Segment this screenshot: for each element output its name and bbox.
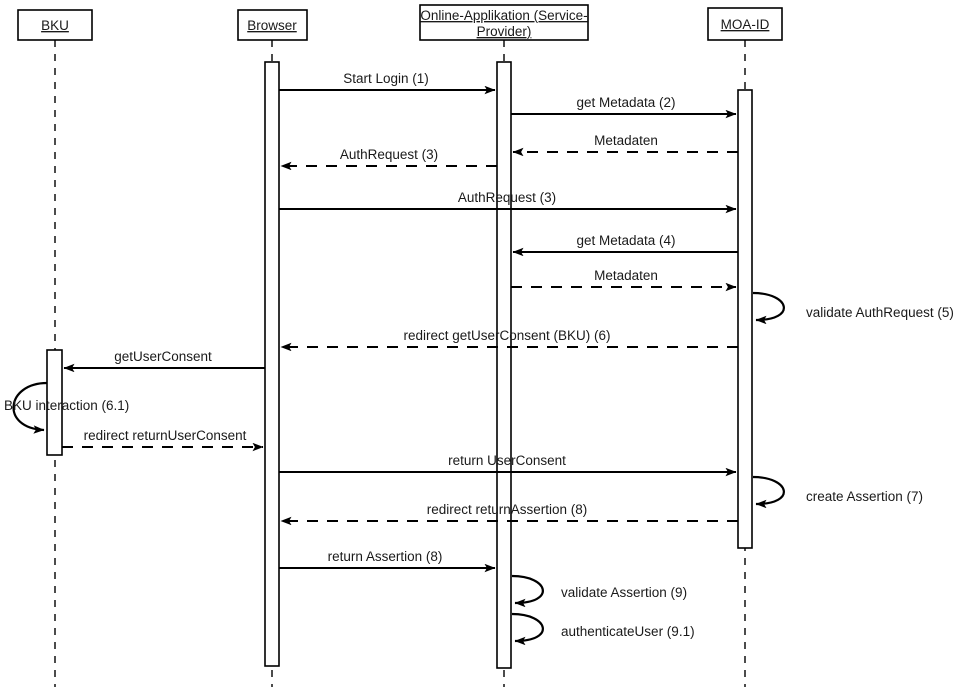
message-label-authrequest-3b: AuthRequest (3) [458,190,556,205]
message-label-redirect-returnuserconsent: redirect returnUserConsent [84,428,247,443]
message-selfloop-create-assertion [752,475,785,509]
lifeline-header-online-applikation[interactable]: Online-Applikation (Service- Provider) [419,4,589,41]
message-label-return-userconsent: return UserConsent [448,453,566,468]
message-label-getuserconsent: getUserConsent [114,349,212,364]
lifeline-header-browser[interactable]: Browser [237,9,308,41]
message-getuserconsent[interactable]: getUserConsent [63,349,265,373]
message-redirect-getuserconsent[interactable]: redirect getUserConsent (BKU) (6) [280,328,738,352]
lifeline-label-bku: BKU [41,18,69,33]
lifeline-label-online-applikation-line1: Online-Applikation (Service- [420,8,587,23]
message-authrequest-3b[interactable]: AuthRequest (3) [279,190,737,214]
message-validate-authrequest[interactable]: validate AuthRequest (5) [752,291,954,325]
lifeline-box-moa-id [707,7,783,41]
message-metadaten-response-1[interactable]: Metadaten [512,133,738,157]
lifeline-label-moa-id: MOA-ID [721,17,770,32]
message-label-create-assertion: create Assertion (7) [806,489,923,504]
message-redirect-returnassertion[interactable]: redirect returnAssertion (8) [280,502,738,526]
message-label-metadaten-response-2: Metadaten [594,268,658,283]
message-start-login[interactable]: Start Login (1) [279,71,496,95]
message-label-validate-assertion: validate Assertion (9) [561,585,687,600]
lifeline-box-bku [17,9,93,41]
message-validate-assertion[interactable]: validate Assertion (9) [511,574,687,608]
message-label-return-assertion: return Assertion (8) [328,549,443,564]
message-get-metadata-4[interactable]: get Metadata (4) [512,233,738,257]
message-label-get-metadata-2: get Metadata (2) [576,95,675,110]
activation-bar-online-applikation [496,61,512,669]
activation-bar-bku [46,349,63,456]
message-label-redirect-returnassertion: redirect returnAssertion (8) [427,502,588,517]
message-label-validate-authrequest: validate AuthRequest (5) [806,305,954,320]
message-selfloop-validate-authrequest [752,291,785,325]
message-selfloop-bku-interaction [12,381,48,434]
lifeline-label-online-applikation-line2: Provider) [477,24,532,39]
message-label-get-metadata-4: get Metadata (4) [576,233,675,248]
message-label-start-login: Start Login (1) [343,71,429,86]
message-redirect-returnuserconsent[interactable]: redirect returnUserConsent [62,428,264,452]
message-label-redirect-getuserconsent: redirect getUserConsent (BKU) (6) [403,328,610,343]
activation-bar-browser [264,61,280,667]
message-authenticate-user[interactable]: authenticateUser (9.1) [511,612,695,646]
message-selfloop-authenticate-user [511,612,544,646]
message-create-assertion[interactable]: create Assertion (7) [752,475,923,509]
message-label-metadaten-response-1: Metadaten [594,133,658,148]
message-authrequest-3a[interactable]: AuthRequest (3) [280,147,497,171]
message-bku-interaction[interactable]: BKU interaction (6.1) [4,381,129,434]
message-return-userconsent[interactable]: return UserConsent [279,453,737,477]
activation-bar-moa-id [737,89,753,549]
message-label-authrequest-3a: AuthRequest (3) [340,147,438,162]
lifeline-label-browser: Browser [247,18,297,33]
message-label-authenticate-user: authenticateUser (9.1) [561,624,695,639]
message-selfloop-validate-assertion [511,574,544,608]
message-return-assertion[interactable]: return Assertion (8) [279,549,496,573]
message-label-bku-interaction: BKU interaction (6.1) [4,398,129,413]
message-metadaten-response-2[interactable]: Metadaten [511,268,737,292]
lifeline-header-moa-id[interactable]: MOA-ID [707,7,783,41]
lifeline-header-bku[interactable]: BKU [17,9,93,41]
message-get-metadata-2[interactable]: get Metadata (2) [511,95,737,119]
